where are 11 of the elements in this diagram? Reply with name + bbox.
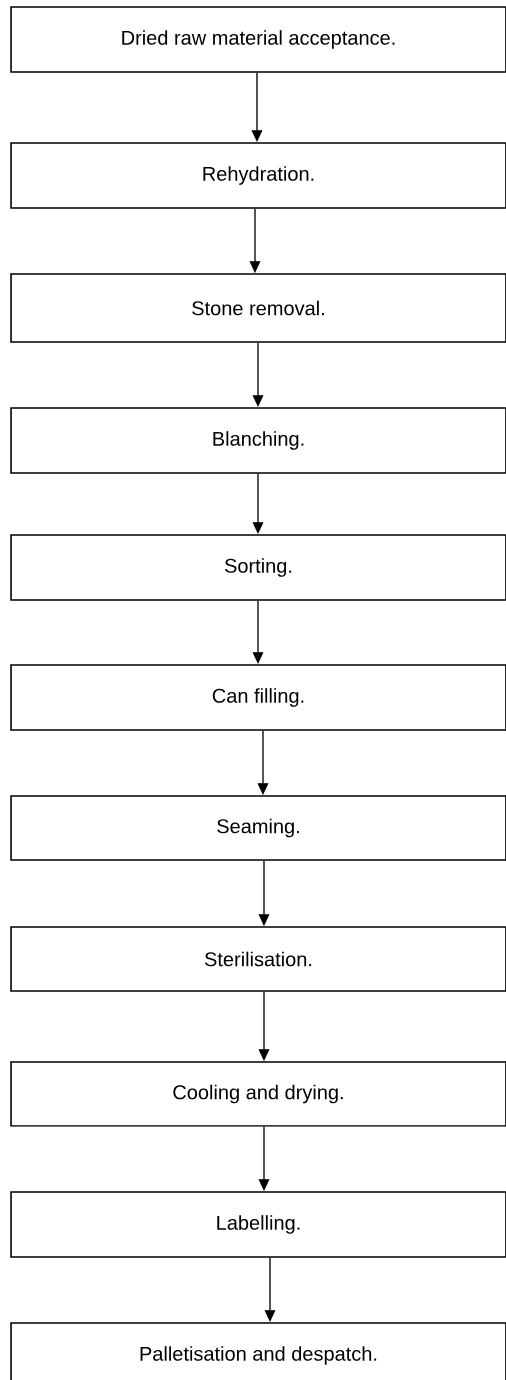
process-box: Sterilisation.: [10, 926, 506, 992]
process-box: Palletisation and despatch.: [10, 1322, 506, 1380]
process-box: Blanching.: [10, 407, 506, 474]
process-box: Can filling.: [10, 664, 506, 731]
process-box: Dried raw material acceptance.: [10, 6, 506, 73]
process-box: Labelling.: [10, 1191, 506, 1258]
process-box: Cooling and drying.: [10, 1061, 506, 1127]
process-box: Rehydration.: [10, 142, 506, 209]
process-box: Sorting.: [10, 534, 506, 601]
process-box: Seaming.: [10, 795, 506, 861]
process-box: Stone removal.: [10, 273, 506, 343]
